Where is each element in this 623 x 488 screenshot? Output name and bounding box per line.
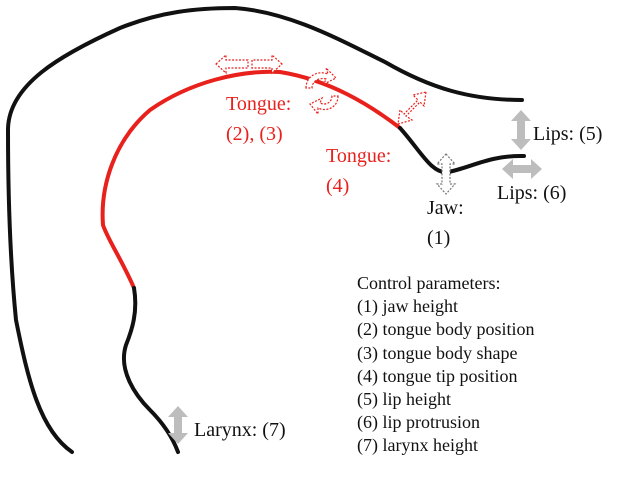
legend-item: (7) larynx height [357, 434, 535, 457]
tongue-tip-position-icon [398, 92, 426, 124]
larynx-label: Larynx: (7) [194, 418, 286, 442]
lip-height-label: Lips: (5) [533, 122, 602, 146]
tongue-body-label: Tongue: (2), (3) [226, 92, 291, 146]
legend-item: (3) tongue body shape [357, 342, 535, 365]
legend-item: (2) tongue body position [357, 318, 535, 341]
tongue-tip-label-line1: Tongue: [326, 144, 391, 168]
jaw-label: Jaw: (1) [427, 196, 464, 250]
legend-item: (5) lip height [357, 388, 535, 411]
pharynx-front-contour [124, 288, 178, 452]
jaw-label-line2: (1) [427, 226, 464, 250]
legend-title: Control parameters: [357, 272, 535, 295]
legend-item: (4) tongue tip position [357, 365, 535, 388]
jaw-label-line1: Jaw: [427, 196, 464, 220]
lip-protrusion-icon [502, 159, 542, 179]
legend-item: (6) lip protrusion [357, 411, 535, 434]
jaw-height-icon [437, 154, 455, 194]
tongue-body-shape-icon [306, 68, 338, 114]
lip-protrusion-label: Lips: (6) [497, 181, 566, 205]
tongue-tip-label: Tongue: (4) [326, 144, 391, 198]
legend-item: (1) jaw height [357, 295, 535, 318]
tongue-body-label-line1: Tongue: [226, 92, 291, 116]
tongue-body-label-line2: (2), (3) [226, 122, 291, 146]
jaw-lower-lip-contour [400, 128, 524, 172]
tongue-body-position-icon [216, 55, 282, 73]
control-parameters-legend: Control parameters: (1) jaw height (2) t… [357, 272, 535, 458]
tongue-tip-label-line2: (4) [326, 174, 391, 198]
lip-height-icon [511, 110, 531, 150]
